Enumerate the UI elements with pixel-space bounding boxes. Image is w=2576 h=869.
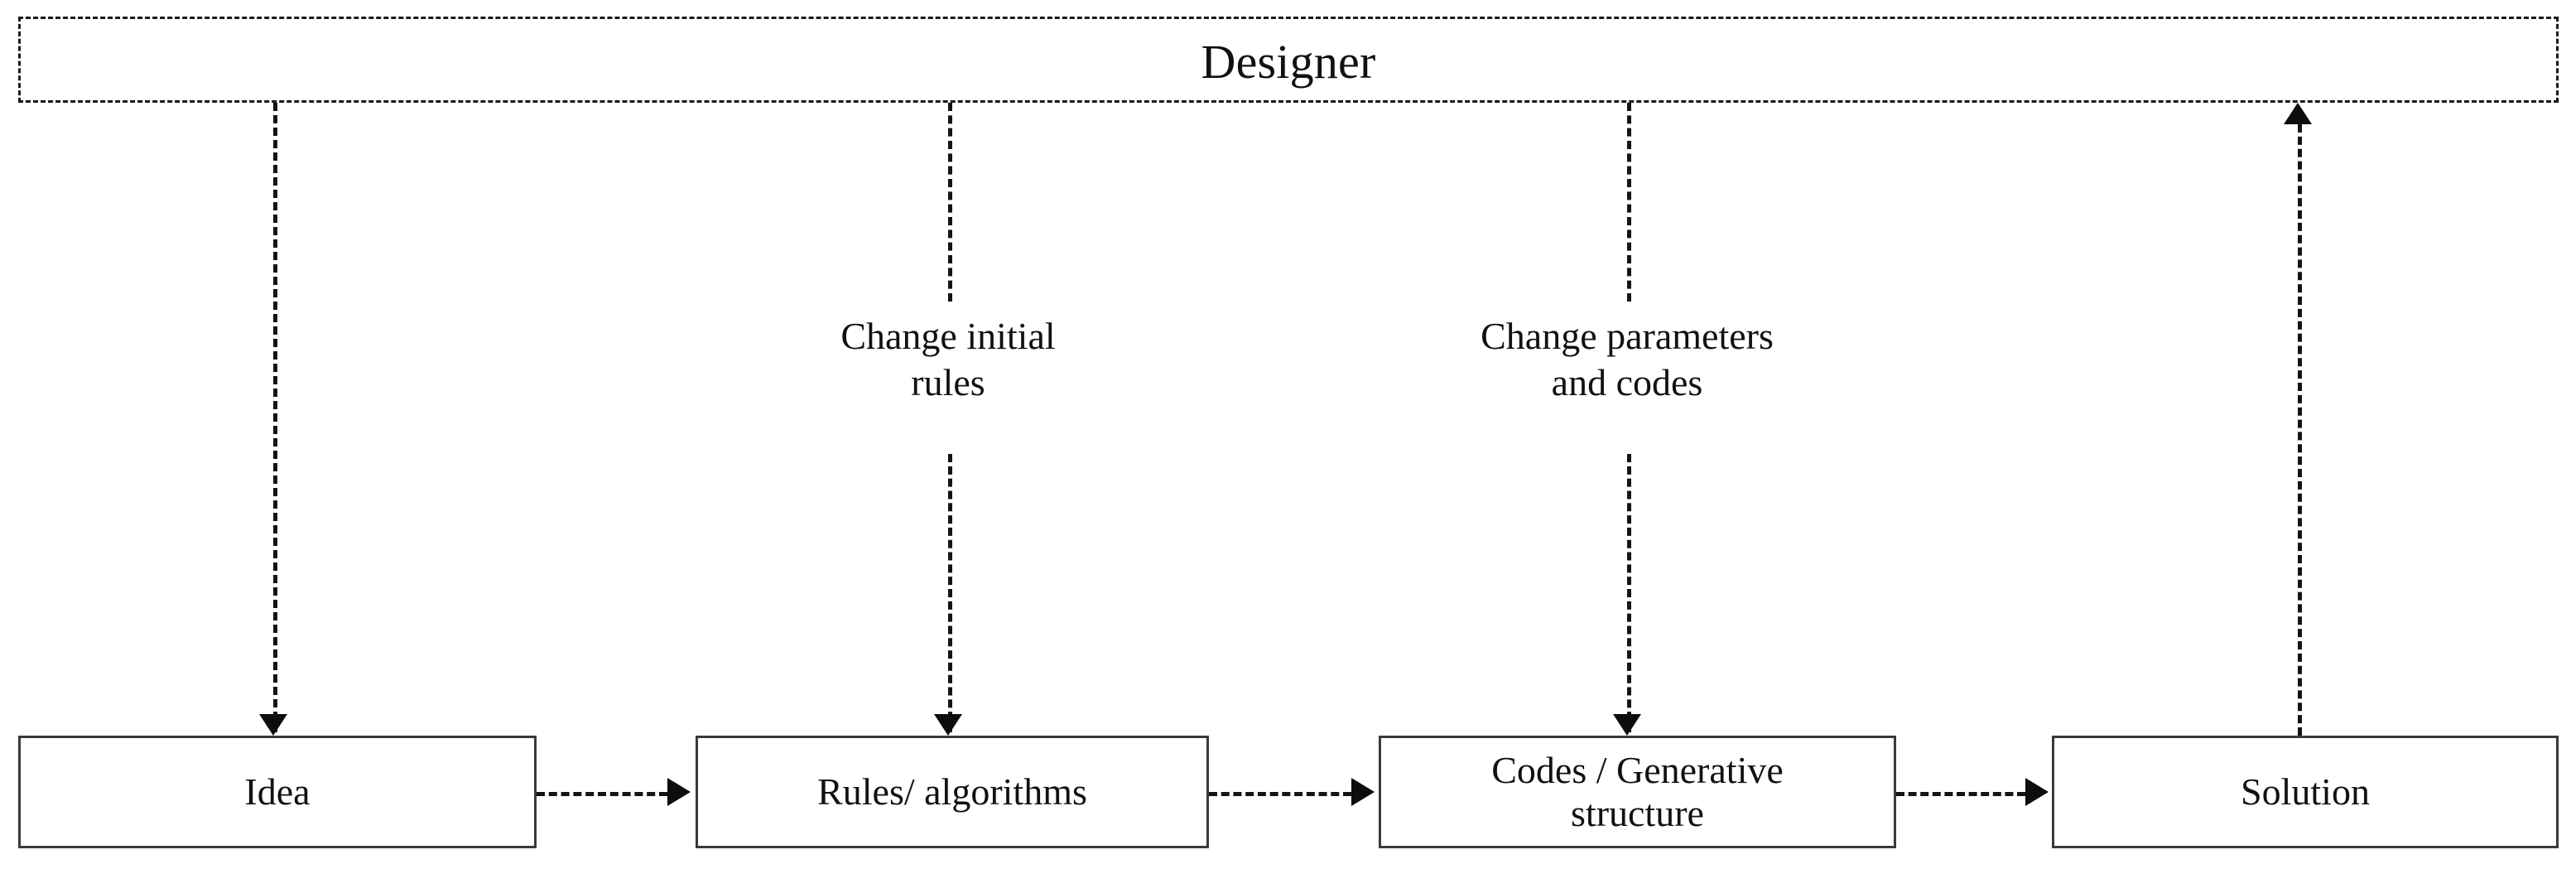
stage-label-idea: Idea xyxy=(244,770,311,813)
connector-designer-to-rules-line-upper xyxy=(948,103,952,302)
stage-box-rules: Rules/ algorithms xyxy=(696,736,1209,848)
connector-solution-to-designer-line xyxy=(2298,124,2302,736)
stage-box-codes: Codes / Generative structure xyxy=(1379,736,1896,848)
connector-designer-to-codes-arrowhead-icon xyxy=(1613,714,1641,736)
stage-box-solution: Solution xyxy=(2052,736,2559,848)
label-change-parameters-and-codes: Change parameters and codes xyxy=(1391,313,1863,406)
connector-rules-to-codes-line xyxy=(1209,792,1351,796)
designer-container: Designer xyxy=(18,17,2559,103)
connector-idea-to-rules-arrowhead-icon xyxy=(667,778,691,806)
label-change-parameters-and-codes-line2: and codes xyxy=(1551,361,1703,404)
connector-designer-to-rules-line-lower xyxy=(948,454,952,732)
connector-designer-to-rules-arrowhead-icon xyxy=(934,714,962,736)
connector-designer-to-idea-line xyxy=(273,103,277,732)
connector-designer-to-idea-arrowhead-icon xyxy=(259,714,287,736)
connector-rules-to-codes-arrowhead-icon xyxy=(1351,778,1375,806)
connector-solution-to-designer-arrowhead-icon xyxy=(2284,103,2312,124)
label-change-initial-rules-line2: rules xyxy=(911,361,985,404)
connector-designer-to-codes-line-lower xyxy=(1627,454,1631,732)
stage-label-codes-line1: Codes / Generative xyxy=(1491,749,1784,792)
connector-codes-to-solution-arrowhead-icon xyxy=(2025,778,2049,806)
label-change-initial-rules: Change initial rules xyxy=(741,313,1155,406)
connector-idea-to-rules-line xyxy=(537,792,667,796)
stage-label-rules: Rules/ algorithms xyxy=(817,770,1087,813)
stage-label-codes: Codes / Generative structure xyxy=(1485,749,1790,834)
connector-designer-to-codes-line-upper xyxy=(1627,103,1631,302)
label-change-initial-rules-line1: Change initial xyxy=(840,315,1056,357)
designer-label: Designer xyxy=(1201,34,1376,89)
connector-codes-to-solution-line xyxy=(1896,792,2025,796)
stage-label-codes-line2: structure xyxy=(1571,792,1704,834)
label-change-parameters-and-codes-line1: Change parameters xyxy=(1481,315,1774,357)
stage-label-solution: Solution xyxy=(2241,770,2370,813)
stage-box-idea: Idea xyxy=(18,736,537,848)
